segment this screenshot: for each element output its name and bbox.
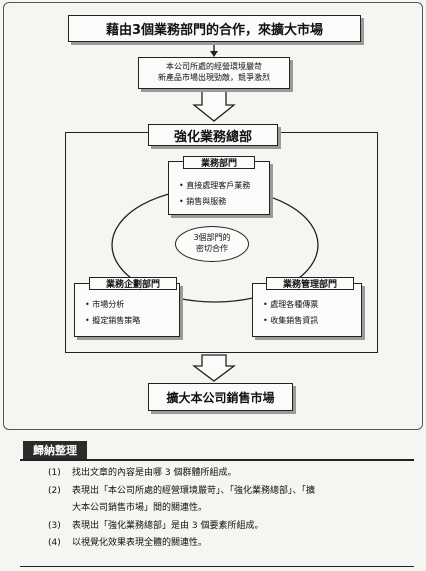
summary-item-continuation: 大本公司銷售市場」間的關連性。 xyxy=(72,503,208,513)
sales-item-1: 直接處理客戶業務 xyxy=(179,178,250,194)
planning-item-1: 市場分析 xyxy=(85,297,140,313)
arrow-down-1-icon xyxy=(210,43,218,57)
sales-dept-box: 直接處理客戶業務 銷售與服務 xyxy=(168,161,270,215)
block-arrow-down-2-icon xyxy=(192,354,236,382)
summary-item: (3)表現出「強化業務總部」是由 3 個要素所組成。 xyxy=(48,520,264,531)
sales-dept-list: 直接處理客戶業務 銷售與服務 xyxy=(179,178,250,210)
summary-item: (2)表現出「本公司所處的經營環境嚴苛」、「強化業務總部」、「擴 xyxy=(48,485,316,496)
sales-dept-title: 業務部門 xyxy=(183,156,255,169)
summary-item: (4)以視覺化效果表現全體的關連性。 xyxy=(48,538,208,548)
diagram-frame xyxy=(3,2,423,430)
cooperation-ellipse: 3個部門的 密切合作 xyxy=(175,226,249,262)
summary-list: (1)找出文章的內容是由哪 3 個群體所組成。 (2)表現出「本公司所處的經營環… xyxy=(48,465,413,553)
management-dept-list: 處理各種傳票 收集銷售資訊 xyxy=(263,297,318,329)
environment-line-1: 本公司所處的經營環境嚴苛 xyxy=(166,62,262,72)
environment-box: 本公司所處的經營環境嚴苛 新產品市場出現勁敵，競爭激烈 xyxy=(138,57,290,89)
management-dept-box: 處理各種傳票 收集銷售資訊 xyxy=(252,283,362,337)
planning-dept-box: 市場分析 擬定銷售策略 xyxy=(74,283,180,337)
management-dept-title: 業務管理部門 xyxy=(266,277,354,290)
planning-item-2: 擬定銷售策略 xyxy=(85,313,140,329)
headquarters-label: 強化業務總部 xyxy=(148,124,278,146)
planning-dept-title: 業務企劃部門 xyxy=(89,277,177,290)
center-line-2: 密切合作 xyxy=(196,244,228,253)
management-item-1: 處理各種傳票 xyxy=(263,297,318,313)
environment-line-2: 新產品市場出現勁敵，競爭激烈 xyxy=(158,73,270,82)
block-arrow-down-1-icon xyxy=(192,90,236,122)
summary-item: (1)找出文章的內容是由哪 3 個群體所組成。 xyxy=(48,468,237,478)
summary-divider xyxy=(20,459,414,461)
sales-item-2: 銷售與服務 xyxy=(179,194,250,210)
center-line-1: 3個部門的 xyxy=(193,233,231,243)
summary-bottom-rule xyxy=(20,566,414,567)
diagram-title: 藉由3個業務部門的合作，來擴大市場 xyxy=(68,15,361,42)
management-item-2: 收集銷售資訊 xyxy=(263,313,318,329)
summary-heading: 歸納整理 xyxy=(23,441,87,459)
result-box: 擴大本公司銷售市場 xyxy=(148,383,293,411)
planning-dept-list: 市場分析 擬定銷售策略 xyxy=(85,297,140,329)
